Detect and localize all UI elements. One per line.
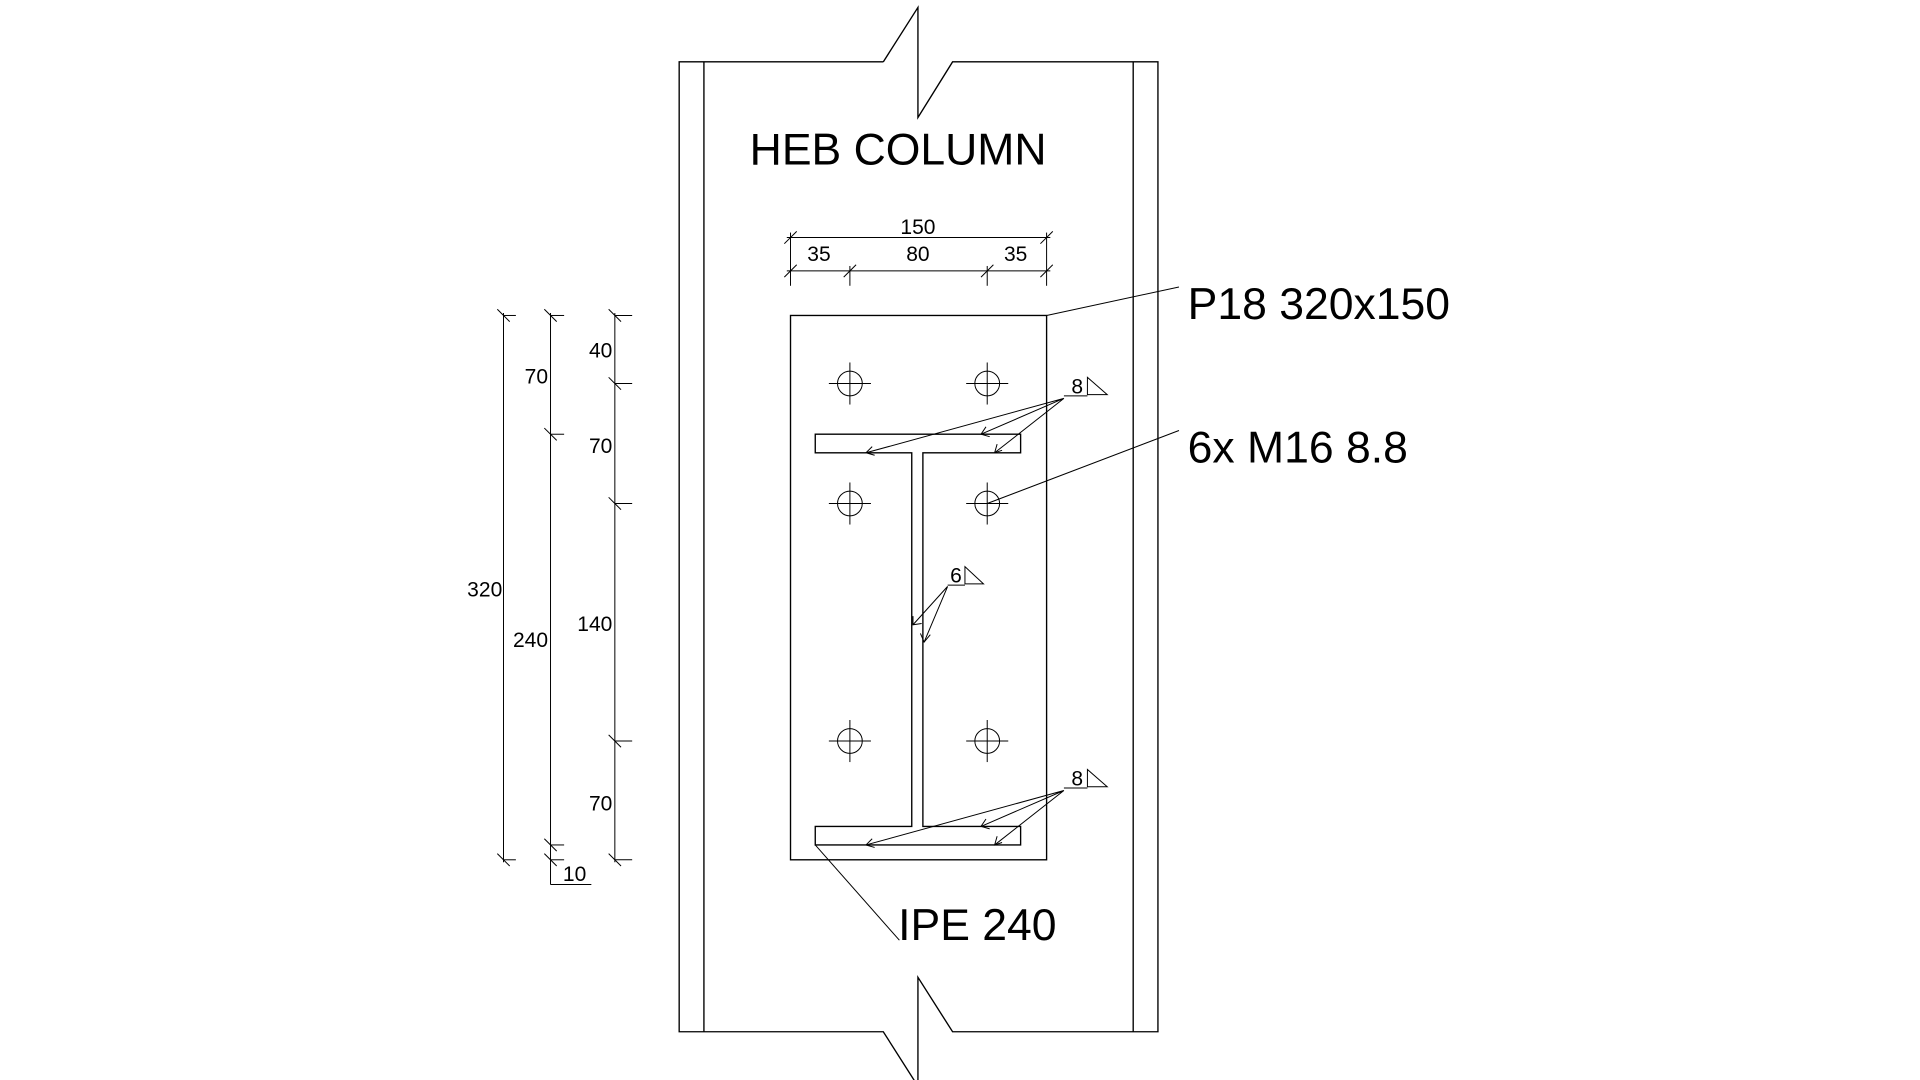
bolt-hole (966, 720, 1009, 763)
weld-symbol-top (865, 376, 1109, 456)
weld-size-top: 8 (1071, 375, 1083, 398)
bolt-hole (828, 362, 871, 405)
bolt-leader (987, 430, 1180, 504)
vertical-dimensions (496, 308, 633, 886)
bolt-hole (828, 482, 871, 525)
bolt-hole (828, 720, 871, 763)
column-title: HEB COLUMN (750, 126, 1047, 175)
dim-tick (543, 427, 558, 441)
dim-150: 150 (900, 216, 935, 239)
bolt-label: 6x M16 8.8 (1188, 424, 1408, 473)
dim-10: 10 (563, 863, 586, 886)
dim-tick (496, 853, 511, 867)
dim-35-left: 35 (807, 243, 830, 266)
dim-70-pitch: 70 (589, 435, 612, 458)
plate-leader (1046, 286, 1180, 316)
dim-tick (608, 376, 622, 391)
dim-140: 140 (577, 613, 612, 636)
dim-tick (783, 264, 798, 278)
dim-240: 240 (513, 629, 548, 652)
dim-tick (783, 230, 798, 245)
horizontal-dimensions (783, 230, 1054, 286)
weld-symbol-bottom (865, 768, 1109, 848)
dim-tick (608, 734, 622, 748)
dim-40: 40 (589, 340, 612, 363)
dim-70-bottom: 70 (589, 792, 612, 815)
beam-leader (814, 844, 900, 941)
dim-80: 80 (906, 243, 929, 266)
end-plate (789, 314, 1048, 861)
dim-tick (608, 496, 622, 511)
beam-label: IPE 240 (898, 901, 1056, 950)
ipe-beam-section (814, 433, 1022, 846)
dim-320: 320 (467, 578, 502, 601)
bolt-hole (966, 362, 1009, 405)
dim-tick (543, 308, 558, 322)
dim-tick (543, 853, 558, 867)
dim-70-top: 70 (525, 366, 548, 389)
dim-tick (1040, 264, 1054, 278)
plate-label: P18 320x150 (1188, 280, 1450, 329)
dim-tick (1040, 230, 1054, 245)
dim-tick (843, 264, 857, 278)
dim-tick (980, 264, 994, 278)
dim-tick (608, 853, 622, 867)
dim-tick (496, 308, 511, 322)
bolt-holes (828, 362, 1009, 763)
heb-column (678, 5, 1159, 1080)
dim-tick (608, 308, 622, 322)
weld-size-web: 6 (950, 565, 962, 588)
weld-symbol-web (912, 565, 985, 643)
weld-size-bottom: 8 (1071, 768, 1083, 791)
dim-35-right: 35 (1004, 243, 1027, 266)
dim-tick (543, 838, 558, 852)
